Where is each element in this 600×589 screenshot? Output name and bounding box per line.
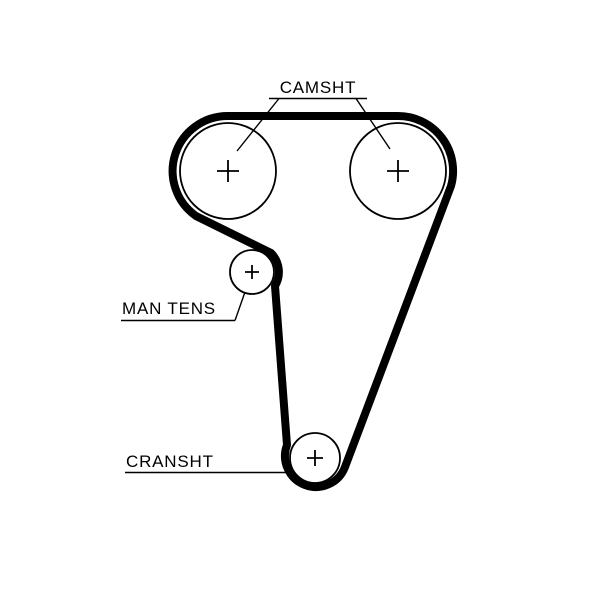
center-cross-icon — [387, 160, 409, 182]
center-cross-icon — [217, 160, 239, 182]
camshaft-leader-left — [236, 98, 280, 152]
camshaft-leader-right — [355, 98, 391, 150]
camshaft-pulley-right — [349, 122, 447, 220]
camshaft-pulley-left — [179, 122, 277, 220]
camshaft-callout: CAMSHT — [236, 78, 391, 152]
manual-tensioner-callout: MAN TENS — [121, 291, 246, 322]
center-cross-icon — [245, 265, 259, 279]
camshaft-label: CAMSHT — [280, 78, 357, 97]
crankshaft-label: CRANSHT — [126, 452, 214, 471]
manual-tensioner-leader — [234, 291, 246, 321]
center-cross-icon — [307, 450, 323, 466]
timing-belt — [168, 111, 458, 492]
manual-tensioner-label: MAN TENS — [122, 299, 216, 318]
manual-tensioner-pulley — [229, 249, 275, 295]
crankshaft-pulley — [289, 432, 341, 484]
crankshaft-callout: CRANSHT — [125, 452, 295, 474]
